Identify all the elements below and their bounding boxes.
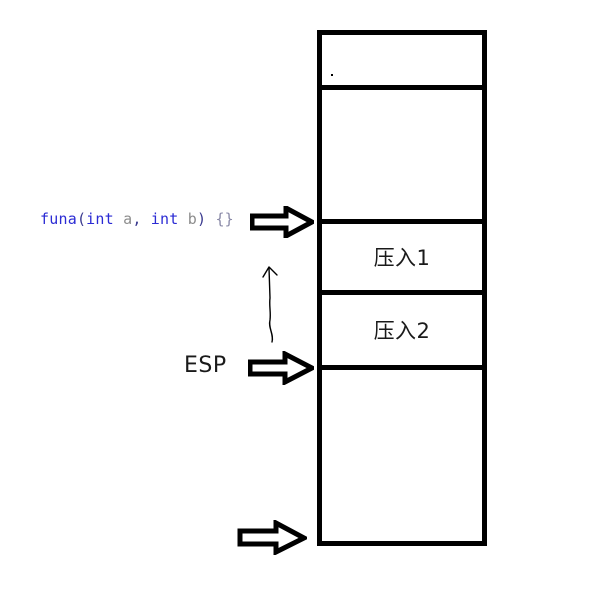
- code-token-open-paren: (: [76, 210, 87, 228]
- esp-label: ESP: [184, 353, 227, 378]
- stray-dot-mark: [331, 74, 333, 76]
- stack-cell-free-upper: [317, 90, 487, 219]
- code-token-comma: ,: [132, 210, 142, 228]
- code-token-param-b: b: [178, 210, 197, 228]
- stack-cell-free-lower: [317, 370, 487, 541]
- code-token-close-paren: ): [196, 210, 207, 228]
- stack-cell-push-1: 压入1: [373, 246, 431, 270]
- code-token-keyword-int-2: int: [141, 210, 179, 228]
- stack-cell-push-2: 压入2: [373, 319, 431, 343]
- code-token-empty-body: {}: [206, 210, 234, 228]
- stack-outline: [317, 30, 487, 546]
- code-token-function-name: funa: [40, 210, 77, 228]
- stack-divider-1: [317, 85, 487, 90]
- arrow-stack-bottom-icon: [237, 520, 307, 555]
- arrow-to-function-frame-icon: [250, 206, 314, 238]
- function-signature-label: funa(int a, int b) {}: [40, 210, 234, 228]
- stack-cell-top: [317, 35, 487, 85]
- stack-divider-4: [317, 365, 487, 370]
- stack-divider-2: [317, 219, 487, 224]
- arrow-stack-growth-up-icon: [252, 262, 292, 346]
- stack-divider-3: [317, 290, 487, 295]
- arrow-esp-pointer-icon: [248, 351, 314, 385]
- code-token-param-a: a: [113, 210, 133, 228]
- code-token-keyword-int-1: int: [86, 210, 114, 228]
